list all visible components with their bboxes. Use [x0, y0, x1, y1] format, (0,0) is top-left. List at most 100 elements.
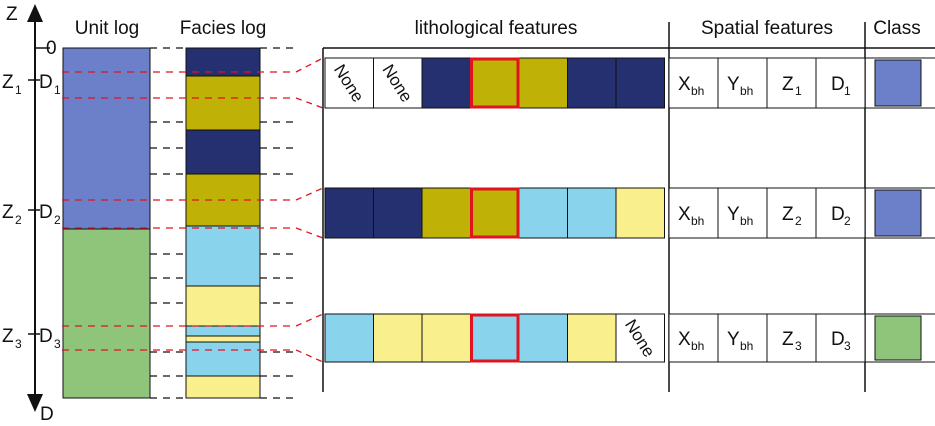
highlighted-litho-cell — [470, 313, 520, 363]
class-swatch — [874, 59, 922, 107]
spatial-label: X — [678, 74, 691, 95]
axis-marker-z-sub: 2 — [15, 213, 22, 227]
litho-cell — [518, 57, 568, 109]
axis-bottom-label: D — [40, 404, 54, 425]
litho-cell — [421, 57, 471, 109]
axis-arrow-up-icon — [27, 4, 43, 22]
red-dash-connector — [295, 313, 324, 327]
highlighted-litho-cell — [470, 57, 520, 109]
facies-log-segment — [185, 225, 261, 287]
litho-none-cell — [324, 57, 374, 109]
axis-arrow-down-icon — [27, 394, 43, 412]
spatial-cell — [717, 187, 768, 239]
litho-header: lithological features — [415, 18, 578, 39]
axis-marker-d-sub: 3 — [54, 337, 61, 351]
unit-log-header: Unit log — [75, 18, 139, 39]
spatial-sub: 2 — [844, 214, 851, 228]
axis-marker-z-label: Z — [2, 72, 14, 93]
facies-log-segment — [185, 75, 261, 131]
spatial-sub: bh — [740, 339, 753, 353]
spatial-sub: 1 — [844, 84, 851, 98]
axis-marker-z-label: Z — [2, 202, 14, 223]
spatial-cell — [668, 187, 719, 239]
facies-log-segment — [185, 341, 261, 377]
axis-top-label: Z — [6, 4, 18, 25]
facies-log-segment — [185, 375, 261, 399]
spatial-sub: 2 — [795, 214, 802, 228]
axis-marker-d-label: D — [39, 202, 53, 223]
axis-marker-d-label: D — [39, 72, 53, 93]
red-dash-connector — [295, 97, 324, 109]
spatial-cell — [668, 57, 719, 109]
spatial-label: X — [678, 329, 691, 350]
dashes-group — [62, 47, 324, 399]
unit-log-segment — [62, 228, 151, 399]
spatial-cell — [717, 313, 768, 363]
axis-marker-d-sub: 2 — [54, 213, 61, 227]
spatial-cell — [717, 57, 768, 109]
red-dash-connector — [295, 57, 324, 73]
spatial-cell — [766, 187, 817, 239]
litho-cell — [518, 187, 568, 239]
litho-cell — [518, 313, 568, 363]
axis-marker-d-label: D — [39, 326, 53, 347]
spatial-sub: 3 — [844, 339, 851, 353]
spatial-sub: bh — [691, 84, 704, 98]
litho-cell — [373, 313, 423, 363]
class-header: Class — [873, 18, 921, 39]
spatial-label: D — [831, 329, 845, 350]
litho-none-cell — [615, 313, 665, 363]
litho-none-cell — [373, 57, 423, 109]
axis-marker-z-sub: 1 — [15, 83, 22, 97]
litho-cell — [615, 57, 665, 109]
spatial-cell — [668, 313, 719, 363]
facies-log-segment — [185, 285, 261, 327]
litho-cell — [470, 187, 520, 239]
spatial-label: Y — [727, 74, 740, 95]
red-dash-connector — [295, 187, 324, 201]
spatial-header: Spatial features — [701, 18, 833, 39]
red-dash-connector — [295, 349, 324, 363]
litho-cell — [615, 187, 665, 239]
litho-cell — [470, 313, 520, 363]
red-dash-connector — [295, 227, 324, 239]
spatial-label: X — [678, 204, 691, 225]
facies-log-header: Facies log — [180, 18, 267, 39]
spatial-label: Z — [782, 329, 794, 350]
class-swatch — [874, 315, 922, 361]
spatial-sub: 1 — [795, 84, 802, 98]
axis-marker-z-label: Z — [2, 326, 14, 347]
spatial-sub: bh — [691, 214, 704, 228]
spatial-label: D — [831, 204, 845, 225]
spatial-label: Y — [727, 329, 740, 350]
highlighted-litho-cell — [470, 187, 520, 239]
litho-cell — [324, 187, 374, 239]
unit-log-segment — [62, 47, 151, 230]
spatial-sub: 3 — [795, 339, 802, 353]
litho-cell — [373, 187, 423, 239]
spatial-cell — [766, 313, 817, 363]
class-swatch — [874, 189, 922, 237]
spatial-label: Z — [782, 204, 794, 225]
spatial-label: D — [831, 74, 845, 95]
spatial-sub: bh — [740, 214, 753, 228]
spatial-label: Z — [782, 74, 794, 95]
axis-marker-z-sub: 3 — [15, 337, 22, 351]
litho-cell — [324, 313, 374, 363]
logs-group — [62, 47, 261, 399]
axis-zero-label: 0 — [46, 38, 57, 59]
litho-cell — [421, 187, 471, 239]
spatial-sub: bh — [740, 84, 753, 98]
spatial-sub: bh — [691, 339, 704, 353]
litho-cell — [567, 57, 617, 109]
litho-cell — [567, 313, 617, 363]
spatial-label: Y — [727, 204, 740, 225]
spatial-cell — [815, 313, 866, 363]
